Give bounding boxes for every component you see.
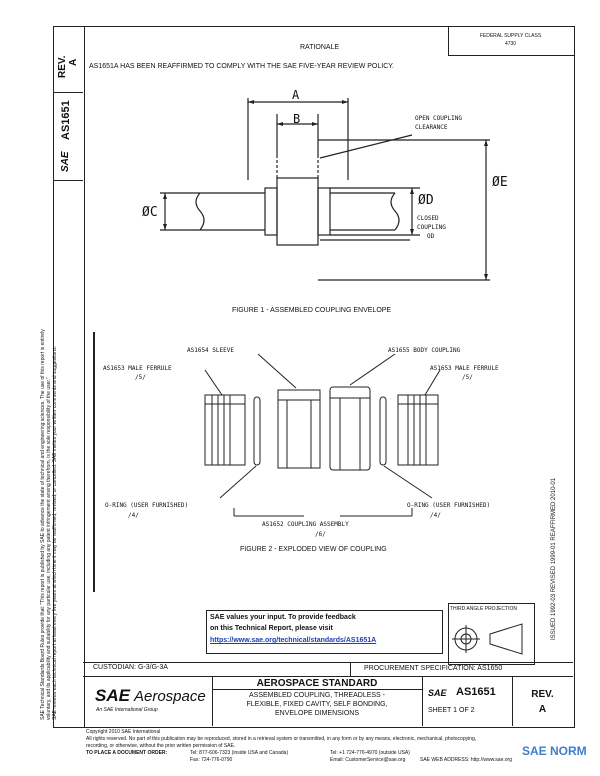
sheet-label: SHEET 1 OF 2 xyxy=(428,707,475,714)
footer-tel: Tel: 877-606-7323 (inside USA and Canada… xyxy=(190,750,289,756)
assembly-label: AS1652 COUPLING ASSEMBLY xyxy=(262,521,349,528)
dim-e-label: ØE xyxy=(492,175,508,190)
projection-label: THIRD ANGLE PROJECTION xyxy=(450,606,517,612)
figure-1-drawing xyxy=(160,98,490,281)
corner-note-line-2: 4730 xyxy=(504,41,517,47)
closed-od-line-1: CLOSED xyxy=(417,215,439,222)
tb-doc-number: AS1651 xyxy=(456,686,496,698)
left-margin-line-3: SAE reviews each technical report at lea… xyxy=(52,346,58,720)
strip-sae-logo: SAE xyxy=(60,151,71,172)
strip-divider-2 xyxy=(53,180,83,181)
title-block-div-3 xyxy=(512,676,513,726)
footer-copyright: Copyright 2010 SAE International xyxy=(86,729,161,735)
description-line-3: ENVELOPE DIMENSIONS xyxy=(274,710,360,717)
standard-title: AEROSPACE STANDARD xyxy=(256,678,378,689)
left-strip xyxy=(53,26,85,728)
oring-right-ref: /4/ xyxy=(430,512,441,519)
footer-web: SAE WEB ADDRESS: http://www.sae.org xyxy=(420,757,512,763)
dim-a-label: A xyxy=(292,88,300,102)
footer-email: Email: CustomerService@sae.org xyxy=(330,757,406,763)
corner-note-line-1: FEDERAL SUPPLY CLASS xyxy=(479,33,542,39)
figure-1-caption: FIGURE 1 - ASSEMBLED COUPLING ENVELOPE xyxy=(232,307,392,314)
oring-left-label: O-RING (USER FURNISHED) xyxy=(105,502,189,509)
male-ferrule-right-ref: /5/ xyxy=(462,374,473,381)
title-block-top xyxy=(83,676,573,677)
strip-rev-value: A xyxy=(68,58,79,66)
strip-doc-number: AS1651 xyxy=(60,100,72,140)
dim-c-label: ØC xyxy=(142,205,158,220)
description-line-2: FLEXIBLE, FIXED CAVITY, SELF BONDING, xyxy=(246,701,388,708)
projection-box xyxy=(448,603,535,665)
procurement-label: PROCUREMENT SPECIFICATION: AS1650 xyxy=(364,665,503,672)
rationale-text: AS1651A HAS BEEN REAFFIRMED TO COMPLY WI… xyxy=(89,63,394,70)
footer-tel-2: Tel: +1 724-776-4970 (outside USA) xyxy=(330,750,410,756)
strip-rev-label: REV. xyxy=(57,55,68,78)
logo-sae: SAE xyxy=(95,686,130,705)
custodian-row-top xyxy=(83,662,573,663)
feedback-box xyxy=(206,610,443,654)
dim-b-label: B xyxy=(293,112,301,126)
title-block-div-1 xyxy=(212,676,213,726)
change-bar xyxy=(93,332,95,592)
custodian-label: CUSTODIAN: G-3/G-3A xyxy=(93,664,168,671)
title-block-heading-rule xyxy=(212,689,422,690)
assembly-ref: /6/ xyxy=(315,531,326,538)
watermark-text: SAE NORM xyxy=(522,744,587,758)
open-clearance-line-2: CLEARANCE xyxy=(415,124,448,131)
title-block-div-2 xyxy=(422,676,423,726)
oring-left-ref: /4/ xyxy=(128,512,139,519)
dim-d-label: ØD xyxy=(418,193,434,208)
feedback-line-2: on this Technical Report, please visit xyxy=(210,625,333,632)
tb-rev-label: REV. xyxy=(531,689,554,700)
description-line-1: ASSEMBLED COUPLING, THREADLESS - xyxy=(248,692,386,699)
male-ferrule-right-label: AS1653 MALE FERRULE xyxy=(430,365,499,372)
closed-od-line-2: COUPLING xyxy=(417,224,446,231)
body-coupling-label: AS1655 BODY COUPLING xyxy=(388,347,461,354)
footer-rights: All rights reserved. No part of this pub… xyxy=(86,736,477,742)
logo-aerospace: Aerospace xyxy=(134,688,206,705)
figure-2-drawing xyxy=(204,353,441,517)
footer-order-label: TO PLACE A DOCUMENT ORDER: xyxy=(86,750,168,756)
strip-divider-1 xyxy=(53,92,83,93)
tb-sae-logo: SAE xyxy=(428,688,447,698)
figure-2-caption: FIGURE 2 - EXPLODED VIEW OF COUPLING xyxy=(240,546,387,553)
footer-rights-2: recording, or otherwise, without the pri… xyxy=(86,743,236,749)
feedback-link[interactable]: https://www.sae.org/technical/standards/… xyxy=(210,637,377,644)
footer-fax: Fax: 724-776-0790 xyxy=(190,757,233,763)
open-clearance-line-1: OPEN COUPLING xyxy=(415,115,462,122)
corner-box xyxy=(448,26,575,56)
rationale-heading: RATIONALE xyxy=(300,44,340,51)
oring-right-label: O-RING (USER FURNISHED) xyxy=(407,502,491,509)
tb-rev-value: A xyxy=(538,704,547,715)
sleeve-label: AS1654 SLEEVE xyxy=(187,347,234,354)
male-ferrule-left-label: AS1653 MALE FERRULE xyxy=(103,365,172,372)
male-ferrule-left-ref: /5/ xyxy=(135,374,146,381)
projection-symbol xyxy=(452,623,523,655)
logo-subtitle: An SAE International Group xyxy=(96,707,158,713)
revision-dates: ISSUED 1992-03 REVISED 1999-01 REAFFIRME… xyxy=(551,477,557,640)
closed-od-line-3: OD xyxy=(427,233,435,240)
feedback-line-1: SAE values your input. To provide feedba… xyxy=(210,614,356,621)
procurement-divider xyxy=(350,662,351,676)
